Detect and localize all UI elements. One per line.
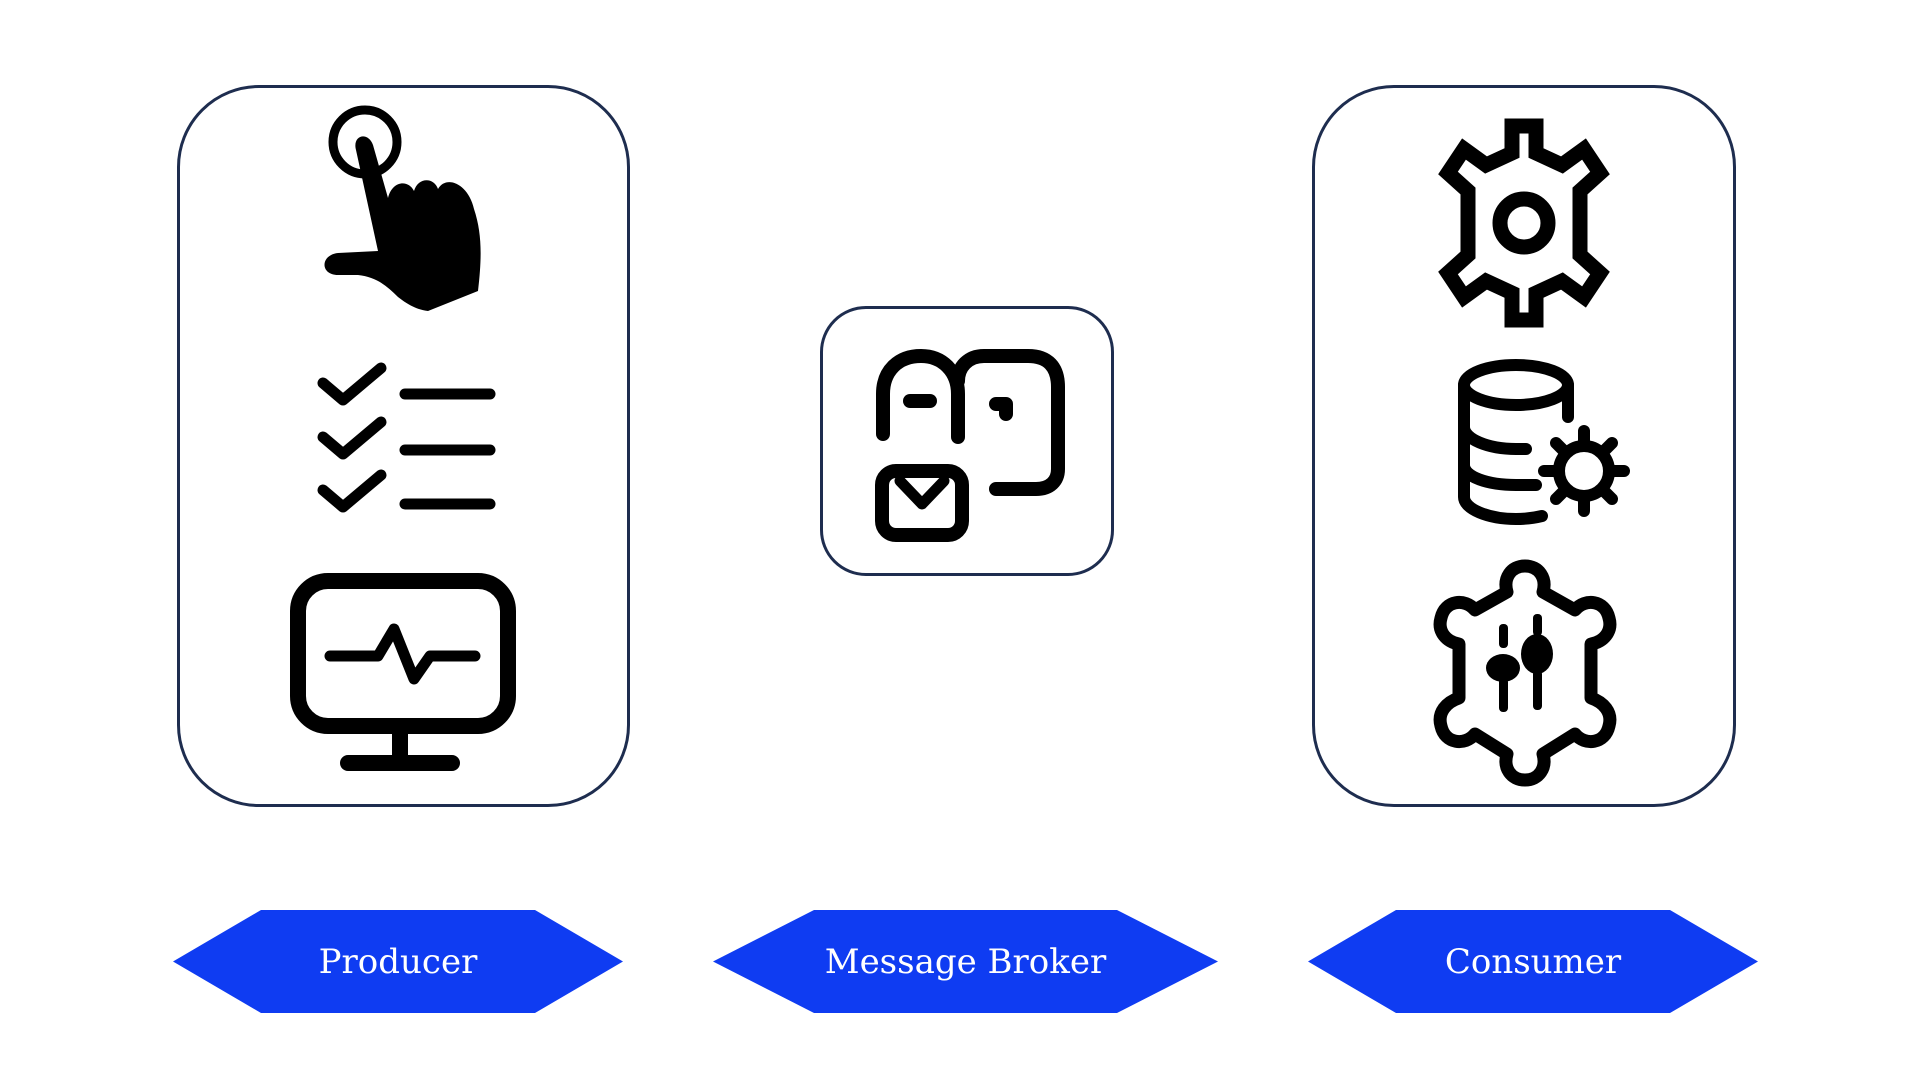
producer-label-text: Producer bbox=[318, 941, 478, 982]
consumer-panel bbox=[1312, 85, 1736, 807]
monitor-activity-icon bbox=[290, 573, 516, 771]
message-broker-panel bbox=[820, 306, 1114, 576]
producer-label-shape bbox=[173, 910, 623, 1013]
message-broker-label-shape bbox=[713, 910, 1218, 1013]
consumer-label-shape bbox=[1308, 910, 1758, 1013]
database-gear-icon bbox=[1458, 359, 1630, 525]
message-broker-label: Message Broker bbox=[713, 910, 1218, 1013]
touch-hand-icon bbox=[324, 105, 481, 311]
consumer-label-text: Consumer bbox=[1444, 941, 1622, 982]
gear-icon bbox=[1438, 118, 1610, 328]
producer-label: Producer bbox=[173, 910, 623, 1013]
message-broker-label-text: Message Broker bbox=[824, 941, 1107, 982]
message-broker-icon bbox=[875, 349, 1065, 542]
checklist-icon bbox=[317, 362, 496, 513]
producer-panel bbox=[177, 85, 630, 807]
consumer-label: Consumer bbox=[1308, 910, 1758, 1013]
settings-sliders-icon bbox=[1433, 559, 1617, 787]
